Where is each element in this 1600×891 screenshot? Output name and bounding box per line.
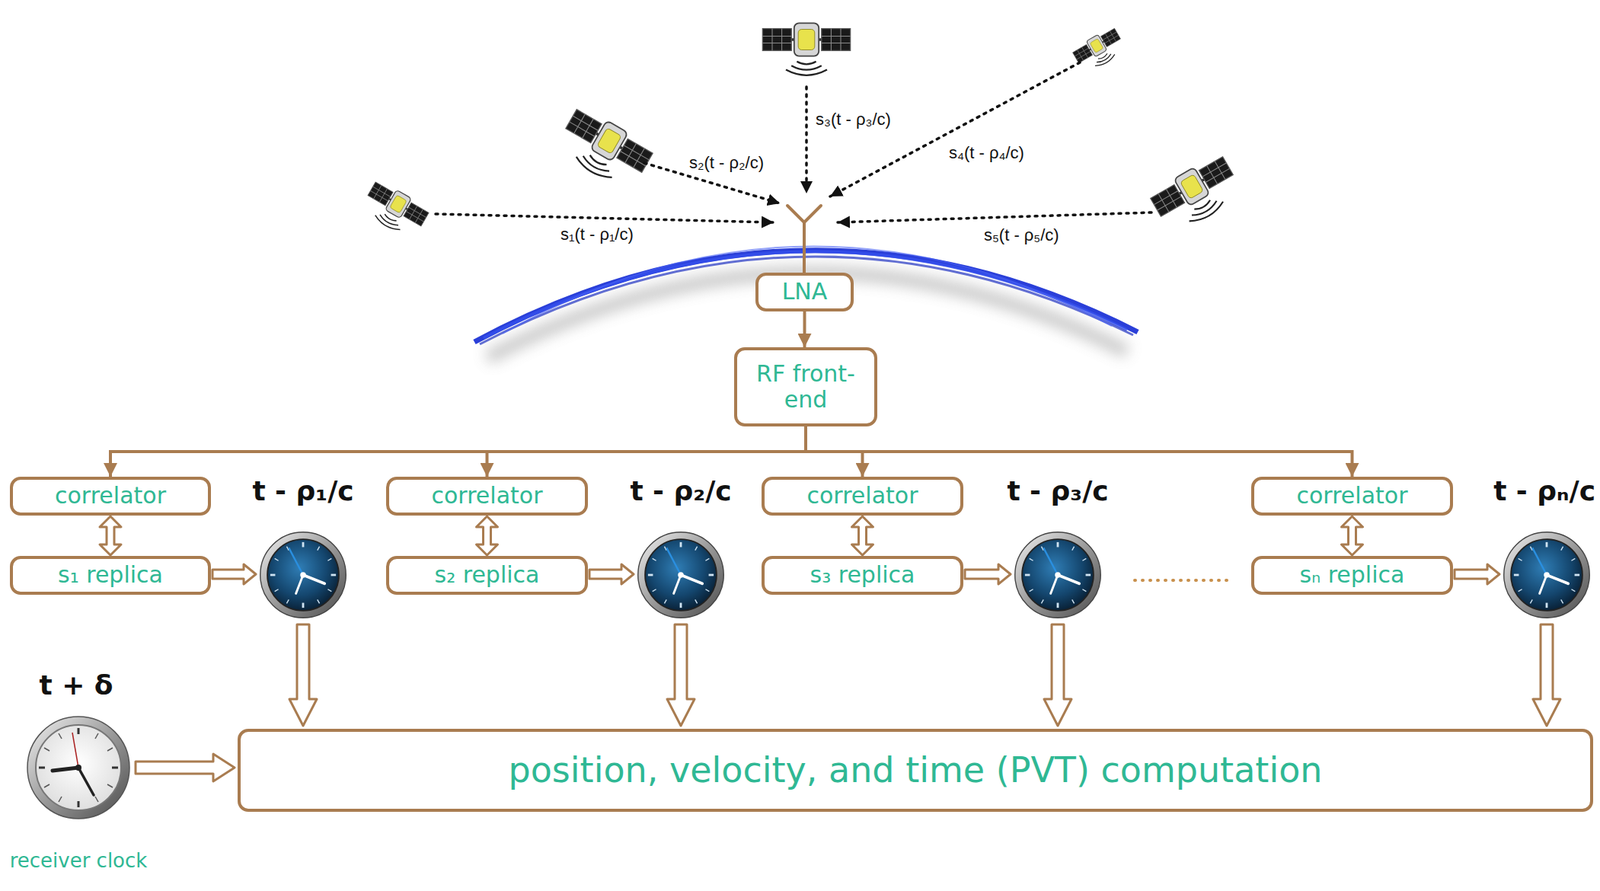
time-label: t - ρₙ/c: [1493, 475, 1596, 507]
box-label: s₃ replica: [810, 562, 916, 589]
double-arrow: [852, 516, 874, 556]
double-arrow: [476, 516, 499, 556]
box-label: correlator: [54, 482, 167, 510]
signal-connector: [805, 426, 1353, 477]
signal-connector: [110, 426, 806, 477]
box-label: correlator: [431, 482, 543, 510]
double-arrow: [99, 516, 122, 556]
replica-box: sₙ replica: [1251, 555, 1454, 595]
time-label: t - ρ₂/c: [629, 475, 732, 507]
correlator-box: correlator: [9, 476, 211, 516]
box-label: sₙ replica: [1299, 562, 1406, 589]
signal-connector: [803, 311, 807, 348]
pvt-box: position, velocity, and time (PVT) compu…: [237, 728, 1594, 812]
box-label: position, velocity, and time (PVT) compu…: [508, 750, 1323, 791]
time-label: t - ρ₁/c: [252, 475, 354, 507]
box-label: s₁ replica: [57, 562, 163, 589]
correlator-box: correlator: [386, 476, 588, 516]
box-label: LNA: [782, 278, 828, 306]
correlator-box: correlator: [761, 476, 964, 516]
signal-label: s₃(t - ρ₃/c): [813, 109, 894, 129]
lna-box: LNA: [755, 272, 854, 312]
replica-box: s₁ replica: [9, 555, 211, 595]
signal-label: s₂(t - ρ₂/c): [686, 153, 767, 173]
box-label: correlator: [807, 482, 919, 510]
replica-box: s₃ replica: [761, 555, 964, 595]
signal-label: s₄(t - ρ₄/c): [946, 143, 1027, 163]
signal-label: s₅(t - ρ₅/c): [981, 225, 1062, 245]
time-label: t - ρ₃/c: [1006, 475, 1109, 507]
double-arrow: [1341, 516, 1364, 556]
clock-caption: receiver clock: [6, 849, 151, 873]
box-label: correlator: [1296, 482, 1409, 510]
signal-label: s₁(t - ρ₁/c): [558, 224, 636, 244]
box-label: RF front-end: [744, 360, 867, 414]
box-label: s₂ replica: [434, 562, 540, 589]
rf-front-end-box: RF front-end: [734, 347, 878, 427]
correlator-box: correlator: [1251, 476, 1454, 516]
replica-box: s₂ replica: [386, 555, 588, 595]
time-label: t + δ: [38, 669, 113, 701]
signal-connector: [487, 426, 807, 477]
